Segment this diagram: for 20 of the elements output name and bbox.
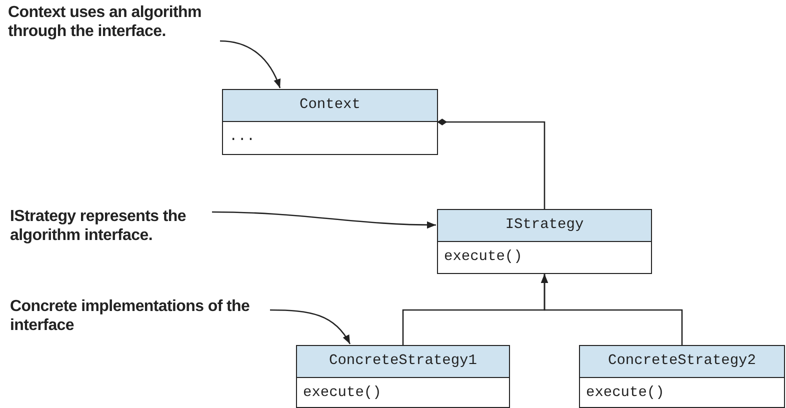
- class-box: [296, 345, 510, 408]
- class-name: ConcreteStrategy1: [297, 346, 509, 378]
- annotation-text: Concrete implementations of the interface: [10, 297, 270, 335]
- class-member: execute(): [302, 384, 382, 403]
- class-box: [579, 345, 785, 408]
- class-name: IStrategy: [438, 210, 651, 242]
- association-line: [437, 118, 546, 209]
- class-name: Context: [223, 90, 437, 122]
- class-member: execute(): [585, 384, 666, 403]
- annotation-text: IStrategy represents the algorithm interface.: [10, 207, 210, 245]
- annotation-text: Context uses an algorithm through the interface.: [8, 3, 238, 41]
- class-box: [222, 89, 438, 155]
- class-box: [437, 209, 652, 274]
- class-member: execute(): [443, 248, 524, 267]
- leader-line: [270, 309, 351, 344]
- leader-line: [220, 40, 281, 88]
- inheritance-arrow: [540, 274, 683, 345]
- class-member: ...: [228, 128, 256, 147]
- leader-line: [212, 211, 436, 228]
- class-name: ConcreteStrategy2: [580, 346, 784, 378]
